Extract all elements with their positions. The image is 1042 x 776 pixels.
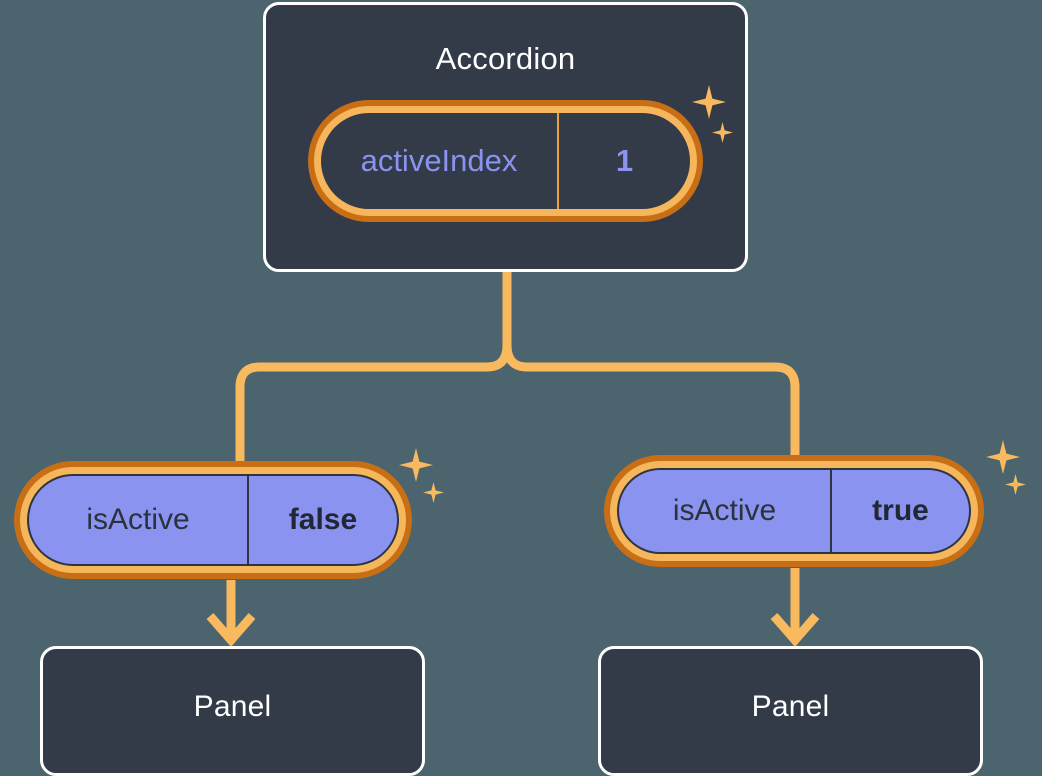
prop-key-label: isActive [29,476,249,564]
state-value-label: 1 [615,143,634,178]
sparkle-icon [399,448,433,482]
pill-body: isActive false [27,474,399,566]
component-node-panel-right[interactable]: Panel [598,646,983,776]
pill-highlight-ring: isActive true [610,461,978,561]
state-pill-activeindex[interactable]: activeIndex 1 [308,100,703,222]
sparkle-icon [423,482,444,503]
prop-pill-isactive-right[interactable]: isActive true [604,455,984,567]
sparkle-icon [1005,474,1026,495]
prop-value-label: true [872,494,929,527]
panel-title: Panel [193,690,272,723]
arrow-left-pill-to-panel [206,580,256,647]
prop-value-label: false [288,503,358,536]
connector-trunk [235,267,512,467]
state-key-label: activeIndex [321,113,559,209]
pill-body: activeIndex 1 [321,113,690,209]
sparkle-icon [986,440,1020,474]
prop-key-label: isActive [619,470,832,552]
arrow-right-pill-to-panel [770,568,820,647]
component-node-panel-left[interactable]: Panel [40,646,425,776]
pill-highlight-ring: activeIndex 1 [314,106,697,216]
pill-highlight-ring: isActive false [20,467,406,573]
prop-pill-isactive-left[interactable]: isActive false [14,461,412,579]
connector-branch-right [502,340,800,461]
accordion-title: Accordion [435,41,576,76]
panel-title: Panel [751,690,830,723]
pill-body: isActive true [617,468,971,554]
